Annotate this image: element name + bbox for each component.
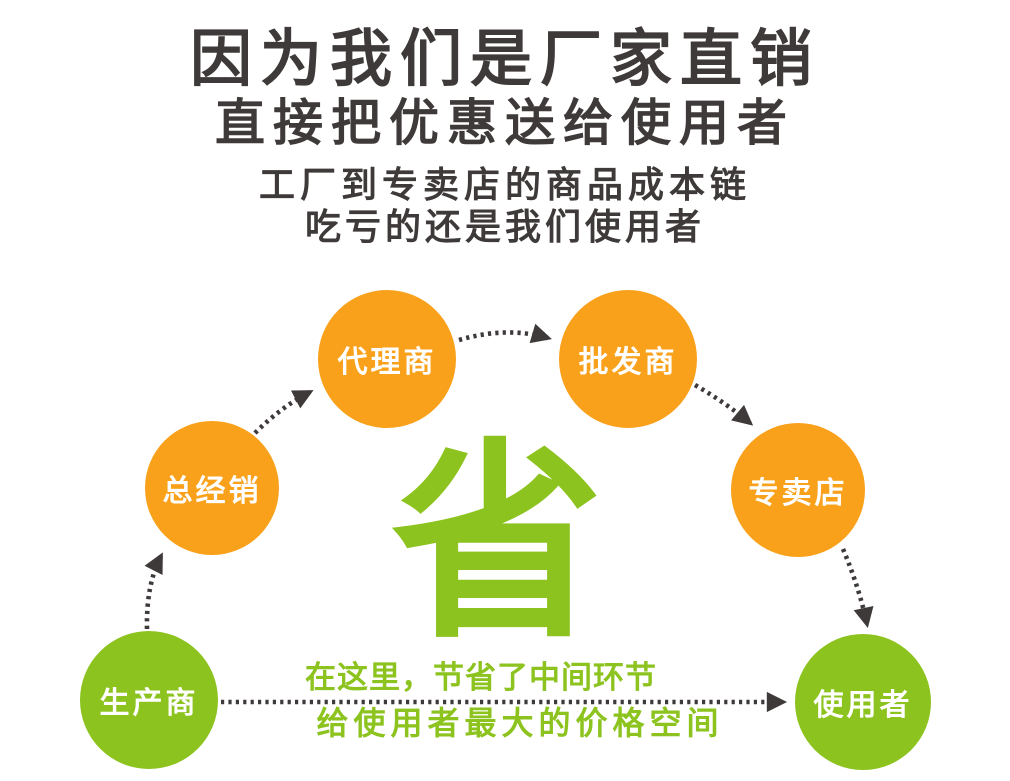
node-store: 专卖店 [731, 423, 865, 557]
arrow-agent-to-wholesaler [458, 323, 552, 344]
node-agent-label: 代理商 [337, 346, 437, 379]
title-line-1: 因为我们是厂家直销 [189, 25, 820, 94]
node-producer: 生产商 [80, 631, 218, 769]
node-agent: 代理商 [318, 290, 456, 428]
node-wholesaler-label: 批发商 [578, 346, 678, 379]
node-user: 使用者 [795, 634, 931, 770]
arrow-wholesaler-to-store [693, 383, 754, 426]
arrow-producer-to-distributor [144, 552, 164, 630]
note-line-1: 在这里，节省了中间环节 [305, 660, 657, 695]
subtitle-line-2: 吃亏的还是我们使用者 [304, 206, 705, 247]
node-producer-label: 生产商 [99, 687, 199, 720]
title-line-2: 直接把优惠送给使用者 [215, 95, 795, 151]
subtitle-line-1: 工厂到专卖店的商品成本链 [258, 164, 751, 205]
node-distributor: 总经销 [145, 421, 279, 555]
note-line-2: 给使用者最大的价格空间 [316, 705, 724, 741]
save-character: 省 [391, 425, 603, 662]
node-user-label: 使用者 [813, 689, 913, 722]
node-distributor-label: 总经销 [162, 475, 262, 508]
node-store-label: 专卖店 [748, 477, 848, 510]
node-wholesaler: 批发商 [559, 290, 697, 428]
arrow-store-to-user [840, 548, 874, 628]
arrow-distributor-to-agent [253, 389, 314, 435]
